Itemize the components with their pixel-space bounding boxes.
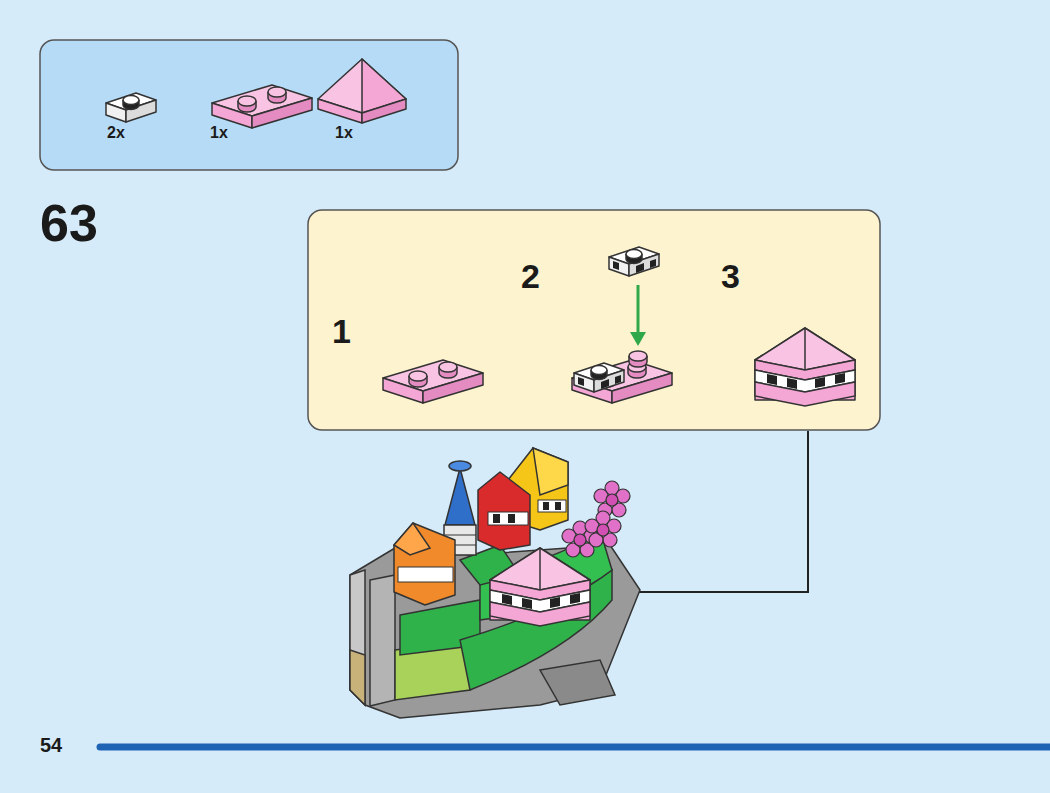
substep-panel (308, 210, 880, 430)
step-number: 63 (40, 197, 98, 249)
substep-box: 1 2 3 (308, 210, 880, 430)
step1-plate (383, 360, 483, 403)
quantity-label: 2x (107, 125, 125, 141)
quantity-label: 1x (335, 125, 353, 141)
quantity-label: 1x (210, 125, 228, 141)
step3-house (755, 328, 855, 406)
page-number: 54 (40, 735, 62, 755)
substep-number: 1 (332, 314, 351, 348)
parts-panel (40, 40, 458, 170)
substep-number: 3 (721, 259, 740, 293)
green-arrow (630, 285, 646, 346)
step2-white-plate (574, 363, 624, 392)
floating-white-plate (609, 247, 659, 276)
step2-plate (572, 360, 672, 403)
part-pink-plate (212, 85, 312, 128)
step2-pink-stud (629, 351, 647, 367)
part-white-plate (106, 93, 156, 122)
substep-number: 2 (521, 259, 540, 293)
parts-list-box: 2x 1x 1x (40, 40, 458, 170)
model (350, 448, 640, 718)
part-pink-slope (318, 59, 406, 123)
footer-rule (100, 744, 1050, 751)
